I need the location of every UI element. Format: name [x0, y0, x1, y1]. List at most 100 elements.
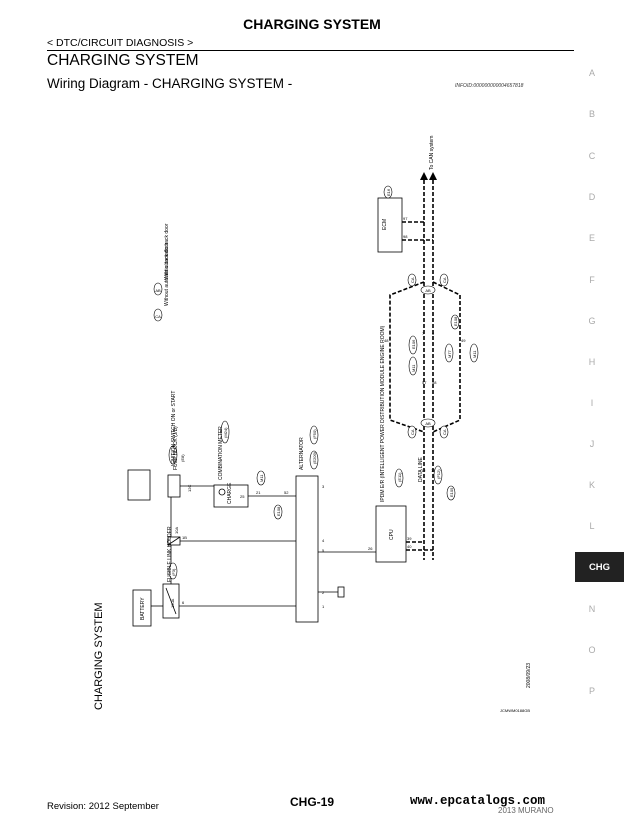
ecm-conn-label: E16 — [386, 188, 391, 196]
data-line-label: DATA LINE — [418, 457, 424, 482]
ipdm-conn-2: (F12) — [436, 469, 441, 479]
tab-a[interactable]: A — [588, 68, 595, 78]
charge-label: CHARGE — [227, 482, 233, 504]
alternator-conn-2: (F50) — [312, 429, 317, 439]
combination-meter-label: COMBINATION METER — [218, 426, 224, 480]
document-title: CHARGING SYSTEM — [243, 16, 381, 32]
alt-pin-4: 4 — [322, 538, 325, 543]
cpu-label: CPU — [389, 529, 395, 540]
alt-pin-3: 3 — [322, 484, 325, 489]
ipdm-pin-39: 39 — [407, 536, 412, 541]
fuse-block-box — [167, 474, 181, 498]
breadcrumb: < DTC/CIRCUIT DIAGNOSIS > — [47, 37, 194, 49]
m11-label-3: M11 — [259, 474, 264, 482]
alternator-label: ALTERNATOR — [299, 437, 305, 470]
section-title: CHARGING SYSTEM — [47, 52, 199, 69]
diagram-date: 2008/09/23 — [526, 663, 532, 688]
vertical-diagram-title: CHARGING SYSTEM — [93, 602, 105, 710]
pin-11: 11 — [431, 468, 436, 473]
info-id: INFOID:000000000004657818 — [455, 83, 524, 89]
pin-57: 57 — [422, 380, 427, 385]
m11-label-1: M11 — [411, 364, 416, 372]
ipdm-pin-40: 40 — [407, 544, 412, 549]
ecm-box — [377, 197, 403, 253]
watermark-link[interactable]: www.epcatalogs.com — [410, 794, 546, 808]
tab-l[interactable]: L — [589, 521, 595, 531]
can-ca-3: CA — [410, 429, 415, 435]
fuse-block-label: FUSE BLOCK (J/B) — [173, 426, 179, 470]
tab-chg-active[interactable]: CHG — [575, 552, 624, 582]
fuse-120a-label: 120A — [170, 598, 175, 608]
page-number: CHG-19 — [289, 795, 334, 809]
tab-c[interactable]: C — [588, 151, 596, 161]
ipdm-conn-1: (E11) — [397, 472, 402, 482]
ignition-switch-box — [127, 469, 151, 501]
diagram-title: Wiring Diagram - CHARGING SYSTEM - — [47, 76, 293, 91]
m11-label-2: M11 — [472, 350, 477, 358]
ipdm-pin-76: 26 — [368, 546, 373, 551]
diagram-code: JCMWM0188GB — [500, 708, 530, 713]
tab-o[interactable]: O — [588, 645, 596, 655]
tab-k[interactable]: K — [588, 480, 595, 490]
pin-49: 49 — [461, 338, 466, 343]
ecm-pin-97: 97 — [403, 216, 408, 221]
pin-1b: 1B — [182, 535, 187, 540]
tab-g[interactable]: G — [588, 316, 596, 326]
pin-7: 7 — [422, 331, 425, 336]
pin-6b: 6 — [182, 600, 185, 605]
can-ca-4: CA — [442, 429, 447, 435]
e108-label-2: E108 — [276, 506, 281, 516]
header-rule — [47, 50, 574, 51]
tab-d[interactable]: D — [588, 192, 596, 202]
battery-label: BATTERY — [140, 597, 146, 620]
can-ca-2: CA — [442, 277, 447, 283]
tab-p[interactable]: P — [588, 686, 595, 696]
alt-pin-1: 1 — [322, 604, 325, 609]
legend-ca-text: Without automatic back door — [164, 242, 170, 306]
can-ab-top: AB — [425, 288, 431, 293]
ignition-switch-label: IGNITION SWITCH ON or START — [171, 391, 177, 466]
tab-i[interactable]: I — [590, 398, 594, 408]
can-ca-1: CA — [410, 277, 415, 283]
tab-f[interactable]: F — [589, 275, 595, 285]
model-label: 2013 MURANO — [498, 806, 554, 815]
pin-12: 12 — [421, 468, 426, 473]
tab-h[interactable]: H — [588, 357, 596, 367]
legend-ab-badge: AB — [155, 288, 161, 293]
ecm-pin-98: 98 — [403, 234, 408, 239]
ipdm-cpu-box — [375, 505, 407, 563]
alternator-box — [295, 475, 319, 623]
can-ab-bottom: AB — [425, 421, 431, 426]
alt-pin-2: 2 — [322, 590, 325, 595]
fuse-10a-label: 10A — [174, 527, 179, 534]
e106-label: E106 — [411, 339, 416, 349]
legend-ab-text: With automatic back door — [164, 223, 170, 280]
tab-b[interactable]: B — [588, 109, 595, 119]
wiring-diagram: AB CA With automatic back door Without a… — [93, 136, 532, 713]
fusible-link-conn: (F3) — [171, 568, 176, 576]
alternator-conn-1: (E209) — [312, 451, 317, 464]
pin-52: 52 — [284, 490, 289, 495]
m77-label: M77 — [447, 349, 452, 358]
fuse-block-conn: (E8) — [180, 454, 185, 462]
alt-pin-5: 5 — [322, 548, 325, 553]
e108-label: E108 — [453, 316, 458, 326]
fusible-link-label: FUSIBLE LINK HOLDER — [167, 526, 173, 582]
pin-58: 58 — [432, 380, 437, 385]
revision-label: Revision: 2012 September — [47, 801, 159, 812]
pin-25: 25 — [240, 494, 245, 499]
pin-6: 6 — [432, 331, 435, 336]
ecm-label: ECM — [382, 219, 388, 230]
pin-48: 48 — [384, 338, 389, 343]
legend-ca-badge: CA — [155, 314, 161, 319]
tab-n[interactable]: N — [588, 604, 596, 614]
fuse-12c-label: 12C — [187, 485, 192, 492]
can-system-label: To CAN system — [429, 136, 435, 170]
battery-box — [132, 589, 152, 627]
combination-meter-conn: (M24) — [223, 427, 228, 438]
tab-j[interactable]: J — [589, 439, 595, 449]
pin-21: 21 — [256, 490, 261, 495]
e105-label: E105 — [449, 487, 454, 497]
tab-e[interactable]: E — [588, 233, 595, 243]
ipdm-label: IPDM E/R (INTELLIGENT POWER DISTRIBUTION… — [380, 325, 386, 502]
